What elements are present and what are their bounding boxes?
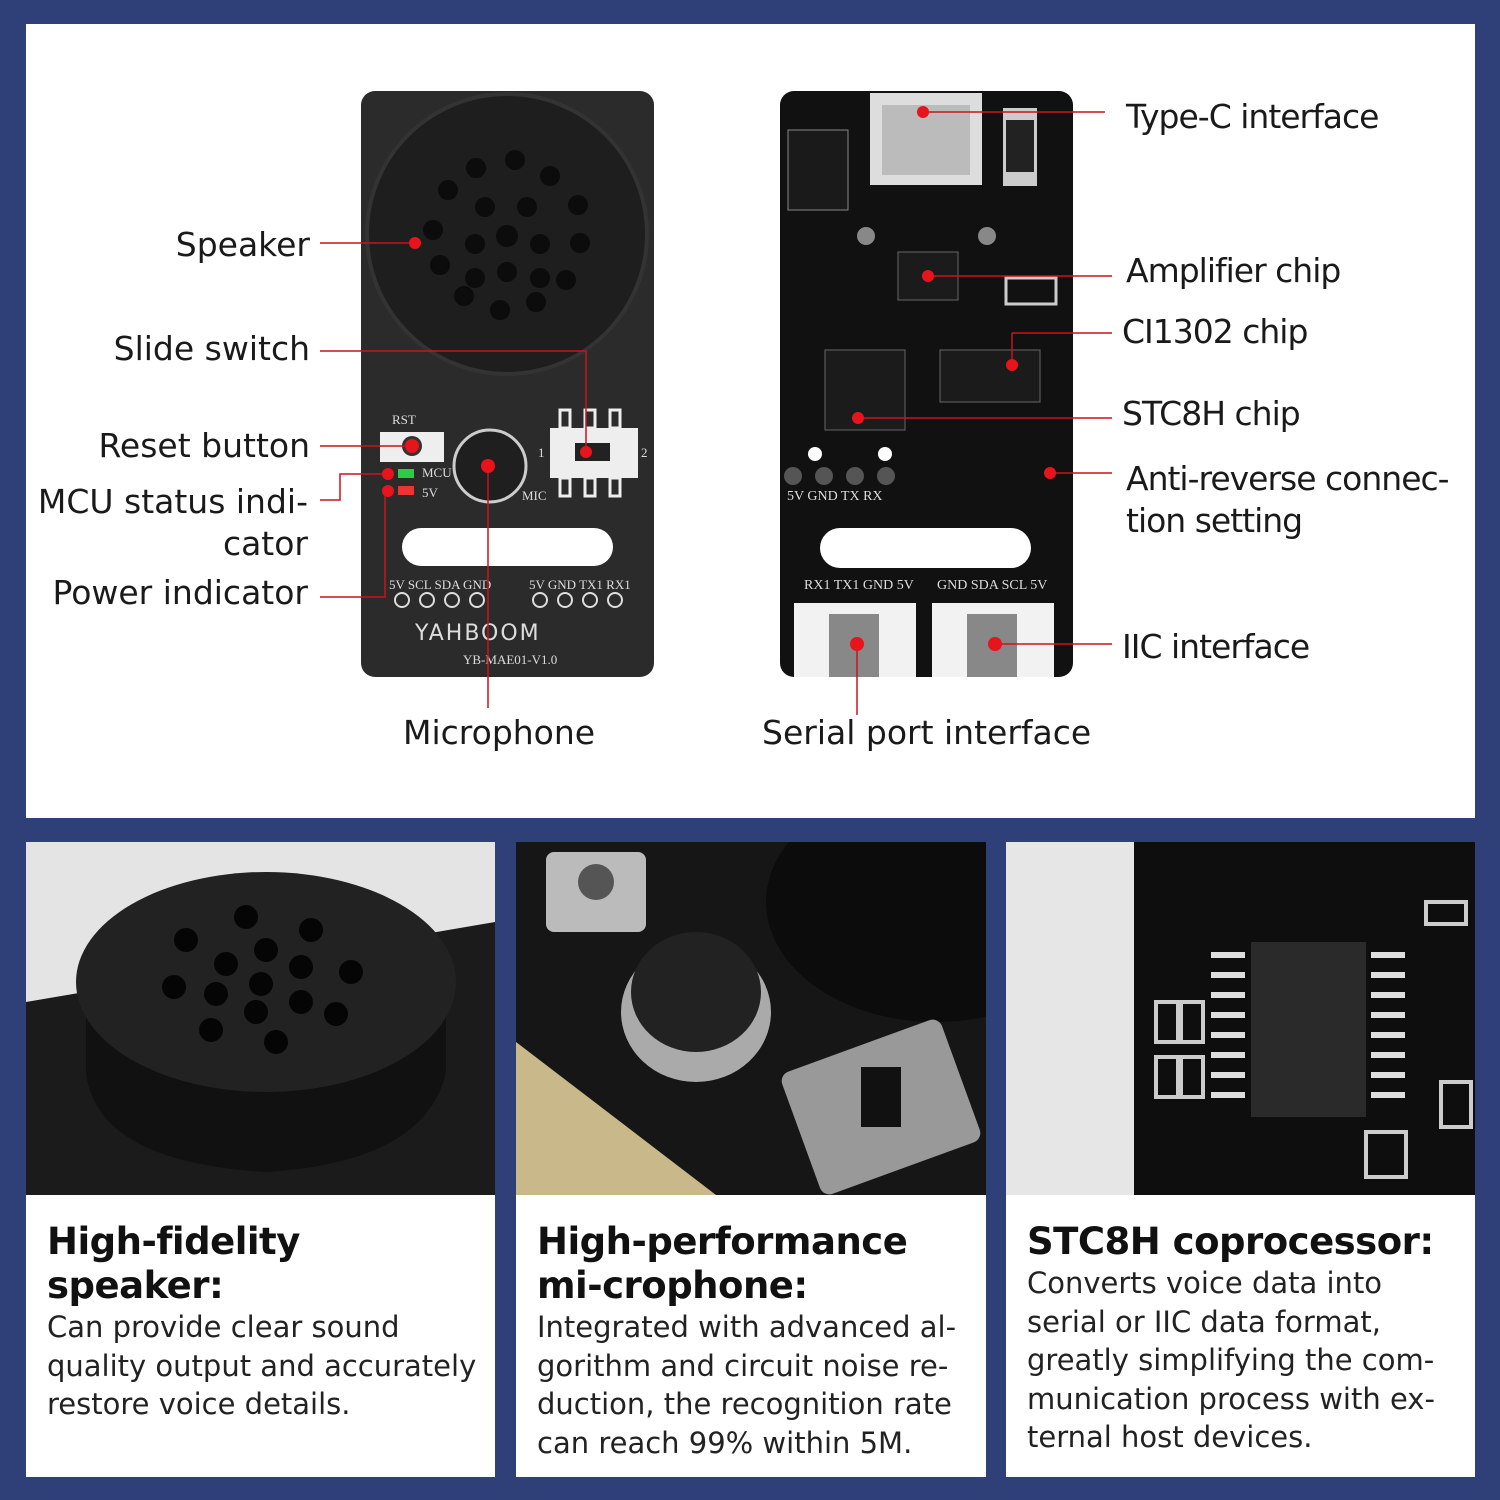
label-mcu-status: MCU status indi- cator [37, 482, 308, 563]
mic-silk: MIC [522, 488, 547, 503]
uart-pins-back-silk: RX1 TX1 GND 5V [804, 578, 914, 593]
label-reset-button: Reset button [98, 426, 310, 465]
iic-pins-back-silk: GND SDA SCL 5V [937, 578, 1047, 593]
mcu-silk: MCU [422, 465, 452, 480]
board-diagram: RST MCU 5V MIC 1 2 5V SCL SDA GND 5V GND… [320, 91, 1112, 715]
pins-silk: 5V GND TX RX [787, 489, 883, 504]
uart-pins-silk: 5V GND TX1 RX1 [529, 577, 631, 592]
back-board: 5V GND TX RX RX1 TX1 GND 5V GND SDA SCL … [780, 91, 1073, 677]
feature-title: STC8H coprocessor: [1027, 1220, 1434, 1263]
rst-silk: RST [392, 412, 416, 427]
diagram-panel [26, 24, 1475, 818]
feature-title: High-fidelity speaker: [47, 1220, 300, 1307]
stc8h-photo [1006, 842, 1475, 1195]
front-board: RST MCU 5V MIC 1 2 5V SCL SDA GND 5V GND… [361, 91, 654, 677]
label-microphone: Microphone [403, 713, 596, 752]
microphone-photo [516, 842, 986, 1195]
sw1-silk: 1 [538, 445, 545, 460]
label-power-indicator: Power indicator [52, 573, 308, 612]
label-ci1302: CI1302 chip [1122, 312, 1308, 351]
marker-dots [382, 106, 1056, 651]
label-iic: IIC interface [1122, 627, 1310, 666]
feature-title: High-performance mi-crophone: [537, 1220, 908, 1307]
model-silk: YB-MAE01-V1.0 [463, 652, 557, 667]
label-serial: Serial port interface [762, 713, 1092, 752]
label-speaker: Speaker [175, 225, 310, 264]
feature-text: Integrated with advanced al-gorithm and … [537, 1310, 957, 1460]
feature-card-microphone: High-performance mi-crophone:Integrated … [516, 842, 986, 1477]
leader-lines [320, 111, 1112, 715]
speaker-photo [26, 842, 495, 1195]
5v-silk: 5V [422, 485, 439, 500]
label-type-c: Type-C interface [1126, 97, 1379, 136]
sw2-silk: 2 [641, 445, 648, 460]
label-stc8h: STC8H chip [1122, 394, 1301, 433]
label-slide-switch: Slide switch [113, 329, 310, 368]
yahboom-logo: YAHBOOM [414, 621, 541, 646]
iic-pins-silk: 5V SCL SDA GND [389, 577, 491, 592]
label-anti-reverse: Anti-reverse connec- tion setting [1126, 459, 1450, 540]
feature-text: Converts voice data into serial or IIC d… [1027, 1266, 1435, 1454]
feature-card-speaker: High-fidelity speaker:Can provide clear … [26, 842, 495, 1477]
feature-card-stc8h: STC8H coprocessor:Converts voice data in… [1006, 842, 1475, 1477]
label-amplifier: Amplifier chip [1126, 251, 1341, 290]
feature-text: Can provide clear sound quality output a… [47, 1310, 477, 1421]
